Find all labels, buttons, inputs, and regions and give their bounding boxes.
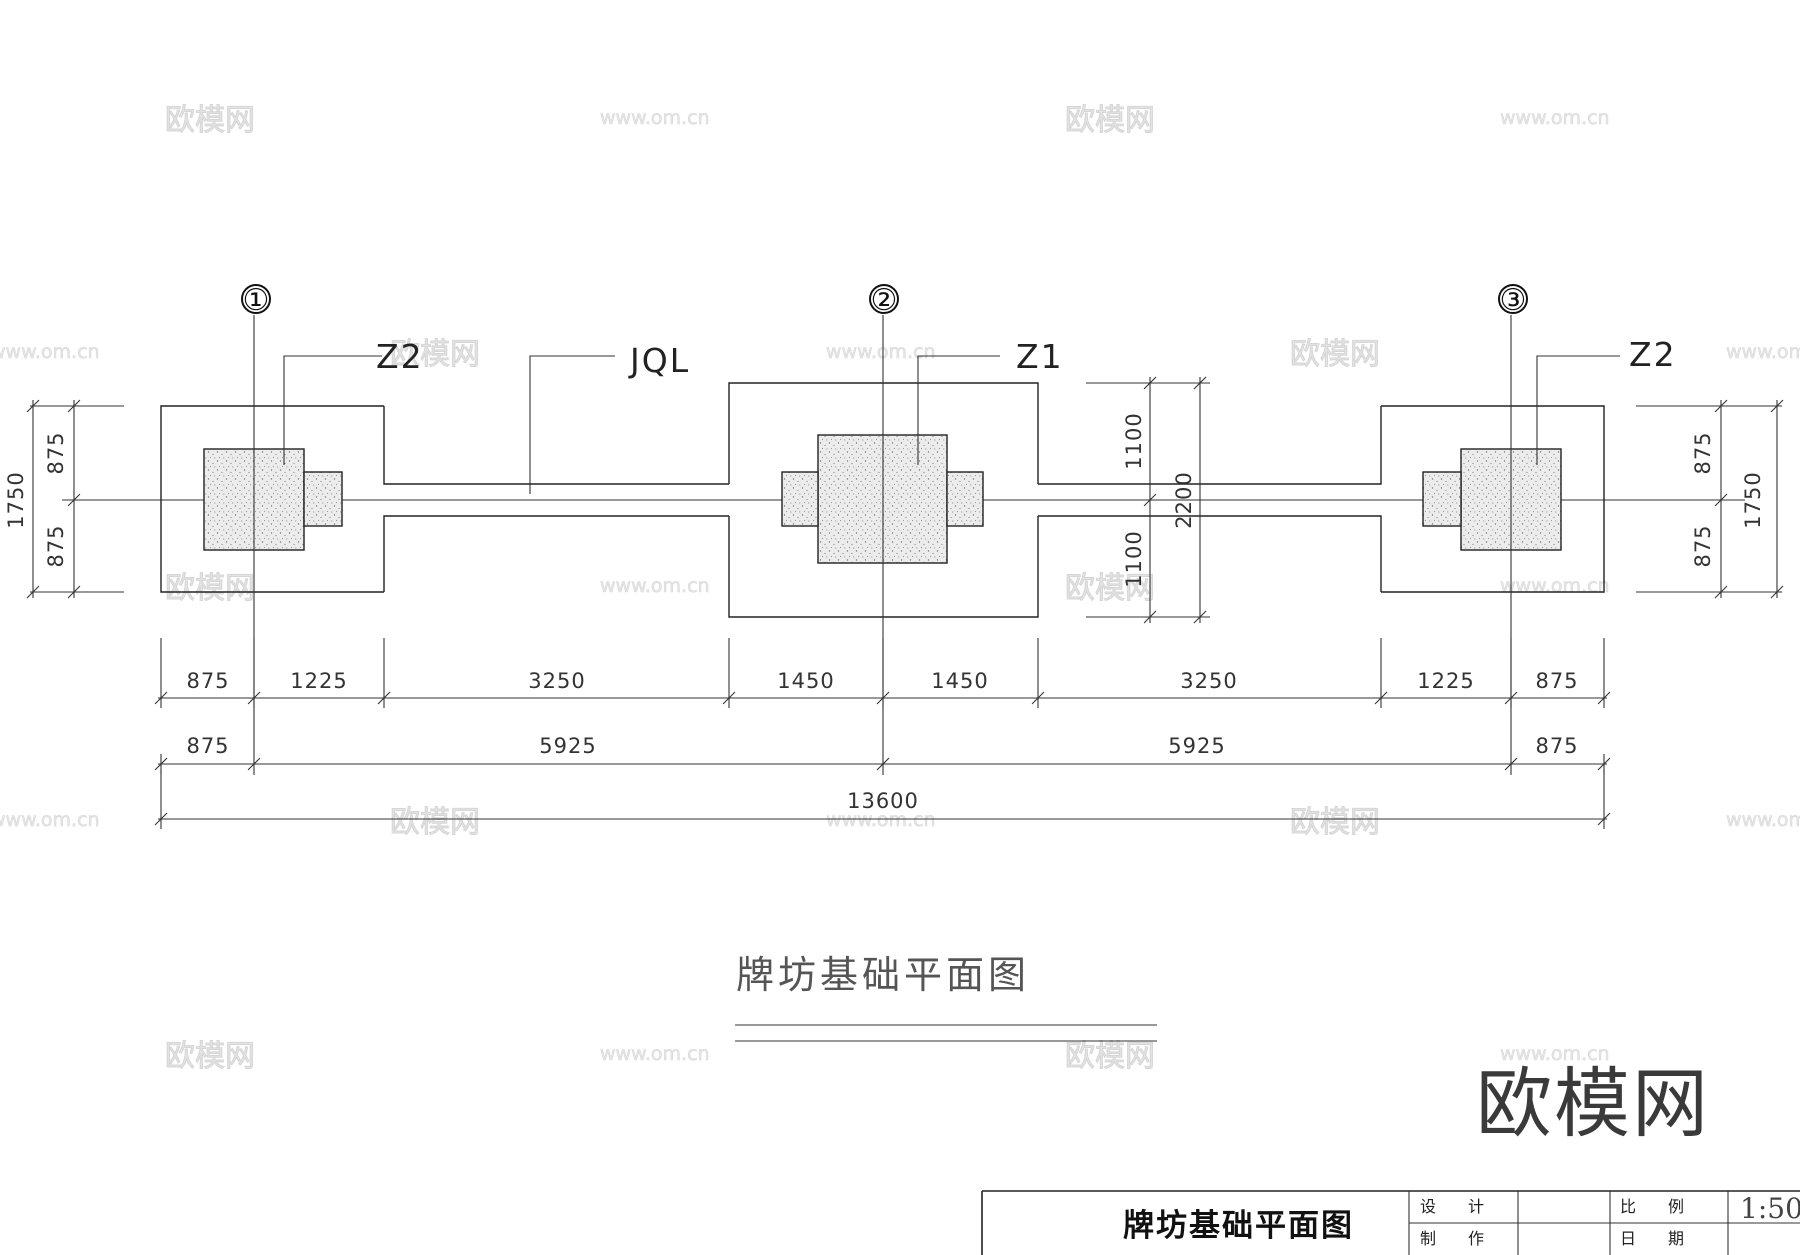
dimension-left-vertical: 875 875 1750 (4, 399, 124, 599)
watermark-brand: 欧模网 (1065, 571, 1155, 606)
watermark-url: www.om.cn (0, 341, 100, 363)
dimension-text: 3250 (1180, 669, 1237, 693)
title-block-scale-value: 1:50 (1740, 1192, 1800, 1225)
watermark-brand: 欧模网 (165, 571, 255, 606)
title-block-title: 牌坊基础平面图 (1123, 1208, 1354, 1244)
dimension-text: 1450 (931, 669, 988, 693)
watermark-url: www.om.cn (1500, 1043, 1610, 1065)
dimension-chain-2: 875 5925 5925 875 (154, 734, 1611, 774)
label-beam-jql: JQL (628, 341, 690, 380)
label-z2-left: Z2 (376, 337, 424, 376)
dimension-text: 1750 (1741, 471, 1765, 528)
watermark-url: www.om.cn (600, 1043, 710, 1065)
watermark-url: www.om.cn (826, 341, 936, 363)
axis-bubble-3: ③ (1498, 283, 1528, 318)
watermark-brand: 欧模网 (165, 103, 255, 138)
watermark-brand: 欧模网 (390, 337, 480, 372)
dimension-text: 875 (1691, 524, 1715, 567)
watermark-url: www.om.cn (600, 107, 710, 129)
drawing-title: 牌坊基础平面图 (736, 953, 1030, 997)
dimension-text: 1450 (777, 669, 834, 693)
dimension-text: 875 (186, 669, 229, 693)
dimension-text: 875 (44, 524, 68, 567)
dimension-center-vertical: 1100 1100 2200 (1086, 376, 1210, 624)
title-block-date-label: 日 期 (1620, 1229, 1684, 1248)
watermark-brand: 欧模网 (165, 1039, 255, 1074)
dimension-total: 13600 (154, 770, 1611, 829)
dimension-text: 2200 (1172, 471, 1196, 528)
watermark-url: www.om.cn (826, 809, 936, 831)
watermark-brand: 欧模网 (1290, 337, 1380, 372)
dimension-text: 875 (1535, 669, 1578, 693)
brand-logo: 欧模网 (1476, 1059, 1710, 1148)
label-z1: Z1 (1016, 337, 1064, 376)
dimension-text: 1225 (1417, 669, 1474, 693)
title-block: 牌坊基础平面图 设 计 制 作 比 例 日 期 1:50 (981, 1190, 1800, 1255)
dimension-text: 5925 (539, 734, 596, 758)
title-block-design-label: 设 计 (1420, 1197, 1484, 1216)
watermark-url: www.om.cn (1500, 575, 1610, 597)
dimension-text: 1100 (1122, 412, 1146, 469)
dimension-text: 875 (1535, 734, 1578, 758)
watermark-brand: 欧模网 (1290, 805, 1380, 840)
watermark-url: www.om.cn (600, 575, 710, 597)
leader-lines (283, 355, 1620, 494)
watermark-brand: 欧模网 (390, 805, 480, 840)
watermark-url: www.om.cn (0, 809, 100, 831)
watermark-brand: 欧模网 (1065, 103, 1155, 138)
dimension-right-vertical: 875 875 1750 (1636, 399, 1784, 599)
dimension-text: 5925 (1168, 734, 1225, 758)
watermark-url: www.om.cn (1726, 341, 1800, 363)
title-block-scale-label: 比 例 (1620, 1197, 1684, 1216)
watermark-url: www.om.cn (1500, 107, 1610, 129)
watermark-layer: 欧模网 www.om.cn 欧模网 www.om.cn www.om.cn 欧模… (0, 103, 1800, 1075)
title-block-make-label: 制 作 (1420, 1229, 1484, 1248)
dimension-text: 875 (44, 431, 68, 474)
dimension-text: 1100 (1122, 530, 1146, 587)
axis-label: ② (871, 283, 898, 318)
dimension-text: 3250 (528, 669, 585, 693)
dimension-text: 1225 (290, 669, 347, 693)
axis-label: ③ (1500, 283, 1527, 318)
watermark-url: www.om.cn (1726, 809, 1800, 831)
watermark-brand: 欧模网 (1065, 1039, 1155, 1074)
dimension-text: 13600 (847, 789, 919, 813)
axis-bubble-2: ② (869, 283, 899, 318)
dimension-text: 875 (186, 734, 229, 758)
label-z2-right: Z2 (1629, 335, 1677, 374)
dimension-chain-1: 875 1225 3250 1450 1450 3250 1225 875 (154, 638, 1611, 708)
dimension-text: 875 (1691, 431, 1715, 474)
axis-bubble-1: ① (241, 283, 271, 318)
axis-label: ① (243, 283, 270, 318)
dimension-text: 1750 (4, 471, 28, 528)
column-z2-left (203, 448, 343, 551)
column-z2-right (1422, 448, 1562, 551)
